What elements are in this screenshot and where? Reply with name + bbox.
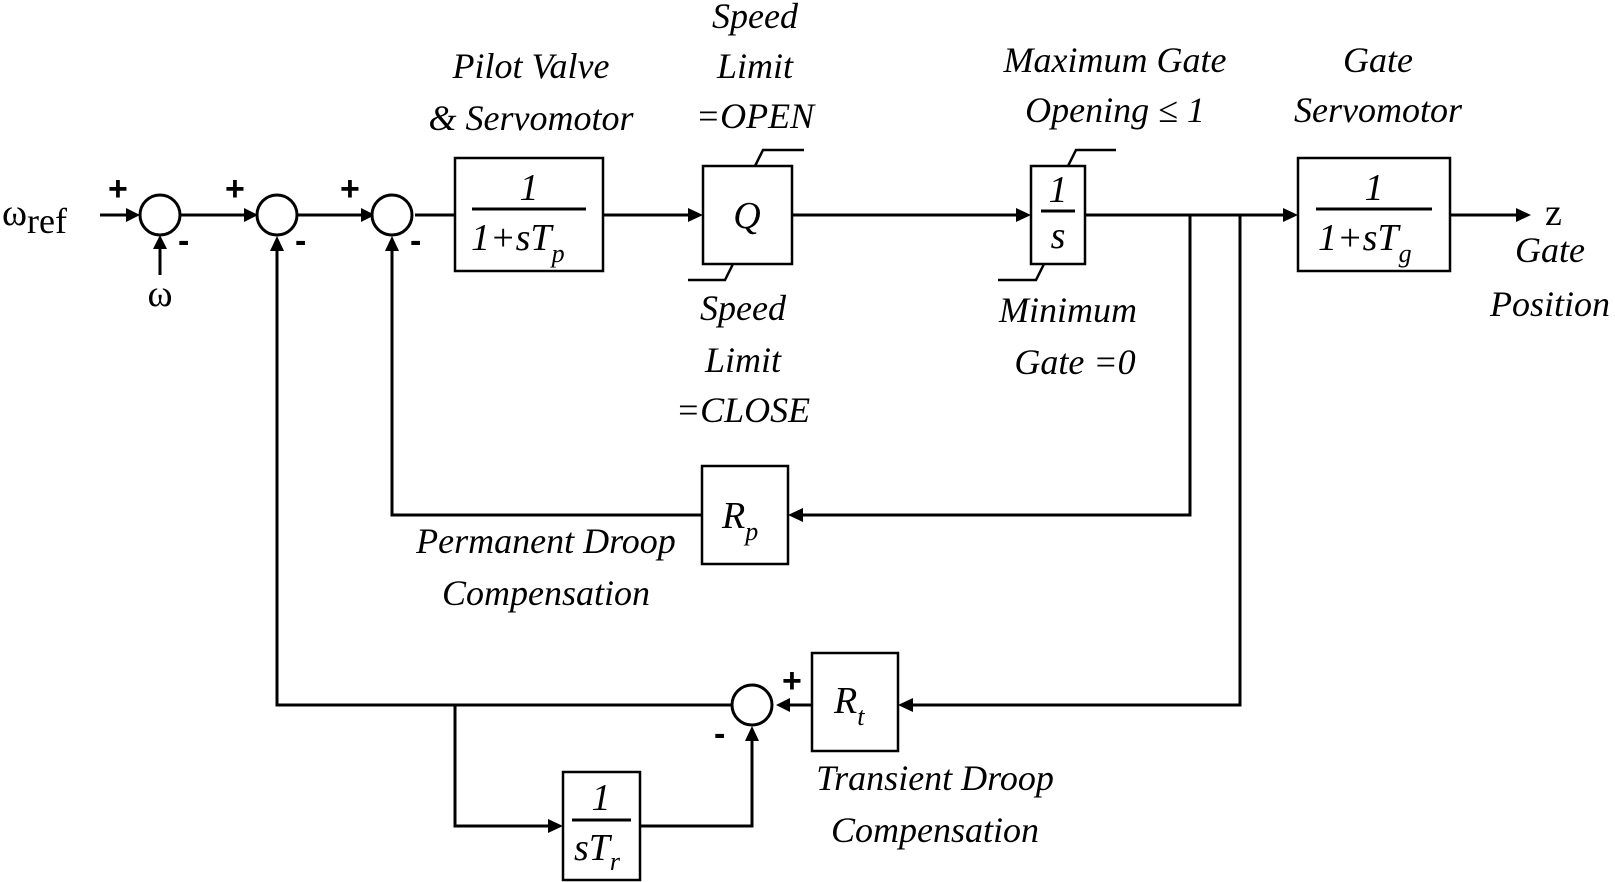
- arrowhead-sum2: [244, 208, 258, 222]
- omega-ref-main: ω: [2, 192, 27, 234]
- omega-label: ω: [147, 273, 172, 315]
- sum4-plus-sign: +: [782, 662, 802, 700]
- transient-droop-label-line2: Compensation: [831, 810, 1039, 850]
- speed-limit-open-line2: Limit: [716, 46, 794, 86]
- pilot-valve-label-line1: Pilot Valve: [452, 46, 610, 86]
- arrowhead-sum1-bottom: [153, 235, 167, 249]
- summing-junction-1: [138, 193, 182, 237]
- omega-ref-sub: ref: [27, 201, 67, 241]
- summing-junction-2: [255, 193, 299, 237]
- transient-droop-rt-block: [810, 651, 900, 753]
- arrowhead-rp: [788, 508, 803, 522]
- arrowhead-tr: [548, 819, 563, 833]
- rp-label: Rp: [721, 495, 758, 546]
- rt-sub: t: [857, 702, 865, 731]
- q-label: Q: [733, 195, 760, 237]
- z-output-label: z: [1545, 192, 1562, 234]
- gate-den-sub: g: [1399, 239, 1412, 268]
- arrowhead-sum2-bottom: [270, 236, 284, 251]
- gate-position-label-line2: Position: [1489, 284, 1610, 324]
- summing-junction-3: [370, 193, 414, 237]
- line-rp-feedback-in: [800, 215, 1192, 517]
- integrator-lower-limit-mark: [998, 263, 1046, 282]
- integrator-block: [1029, 164, 1087, 266]
- transient-droop-label-line1: Transient Droop: [816, 758, 1054, 798]
- arrowhead-sum4: [776, 698, 790, 712]
- gate-servomotor-block: [1296, 156, 1452, 273]
- sum1-minus-sign: -: [178, 222, 189, 260]
- sum4-minus-sign: -: [714, 715, 725, 753]
- sum2-minus-sign: -: [295, 222, 306, 260]
- permanent-droop-label-line2: Compensation: [442, 573, 650, 613]
- q-upper-limit-mark: [753, 148, 804, 167]
- tr-den-main: sT: [574, 827, 613, 869]
- arrowhead-sum1: [126, 208, 140, 222]
- line-tr-sum4: [640, 740, 754, 828]
- speed-limiter-q-block: [701, 164, 794, 266]
- arrowhead-q: [688, 208, 703, 222]
- q-lower-limit-mark: [688, 263, 735, 282]
- max-gate-label-line1: Maximum Gate: [1003, 40, 1227, 80]
- line-rp-feedback-out: [390, 250, 702, 517]
- gate-position-label-line1: Gate: [1515, 230, 1585, 270]
- line-rt-feedback-in: [910, 215, 1242, 707]
- speed-limit-close-line3: =CLOSE: [676, 390, 810, 430]
- sum2-plus-sign: +: [225, 170, 245, 208]
- speed-limit-close-line2: Limit: [704, 340, 782, 380]
- gate-servomotor-label-line2: Servomotor: [1294, 90, 1463, 130]
- pilot-num: 1: [520, 167, 539, 209]
- arrowhead-output: [1516, 208, 1531, 222]
- line-branch-tr: [453, 705, 548, 828]
- arrowhead-sum4-bottom: [745, 726, 759, 741]
- summing-junction-4: [730, 683, 774, 727]
- min-gate-label-line2: Gate =0: [1014, 342, 1135, 382]
- speed-limit-close-line1: Speed: [700, 288, 787, 328]
- integrator-upper-limit-mark: [1066, 148, 1116, 167]
- arrowhead-rt: [898, 698, 913, 712]
- permanent-droop-label-line1: Permanent Droop: [415, 521, 676, 561]
- pilot-den: 1+sTp: [471, 217, 565, 268]
- integrator-den: s: [1051, 215, 1066, 257]
- tr-num: 1: [592, 777, 611, 819]
- pilot-valve-label-line2: & Servomotor: [429, 98, 635, 138]
- tr-den-sub: r: [610, 847, 621, 876]
- arrowhead-gate: [1283, 208, 1298, 222]
- pilot-valve-block: [453, 156, 605, 273]
- speed-limit-open-line1: Speed: [712, 0, 799, 36]
- sum3-plus-sign: +: [340, 170, 360, 208]
- omega-ref-label: ωref: [2, 192, 67, 241]
- pilot-den-sub: p: [550, 239, 565, 268]
- arrowhead-sum3: [361, 208, 375, 222]
- min-gate-label-line1: Minimum: [998, 290, 1137, 330]
- reset-time-tr-block: [561, 770, 642, 882]
- speed-limit-open-line3: =OPEN: [696, 96, 816, 136]
- sum3-minus-sign: -: [410, 222, 421, 260]
- pilot-den-main: 1+sT: [471, 217, 554, 259]
- tr-den: sTr: [574, 827, 621, 876]
- max-gate-label-line2: Opening ≤ 1: [1025, 90, 1205, 130]
- gate-num: 1: [1365, 167, 1384, 209]
- gate-servomotor-label-line1: Gate: [1343, 40, 1413, 80]
- arrowhead-integrator: [1016, 208, 1031, 222]
- rp-sub: p: [743, 517, 758, 546]
- line-sum4-sum2: [275, 250, 732, 707]
- gate-den-main: 1+sT: [1318, 217, 1401, 259]
- rt-label: Rt: [833, 680, 865, 731]
- rt-main: R: [833, 680, 857, 722]
- permanent-droop-rp-block: [700, 464, 790, 566]
- sum1-plus-sign: +: [108, 170, 128, 208]
- rp-main: R: [721, 495, 745, 537]
- arrowhead-sum3-bottom: [385, 236, 399, 251]
- gate-den: 1+sTg: [1318, 217, 1412, 268]
- integrator-num: 1: [1049, 169, 1068, 211]
